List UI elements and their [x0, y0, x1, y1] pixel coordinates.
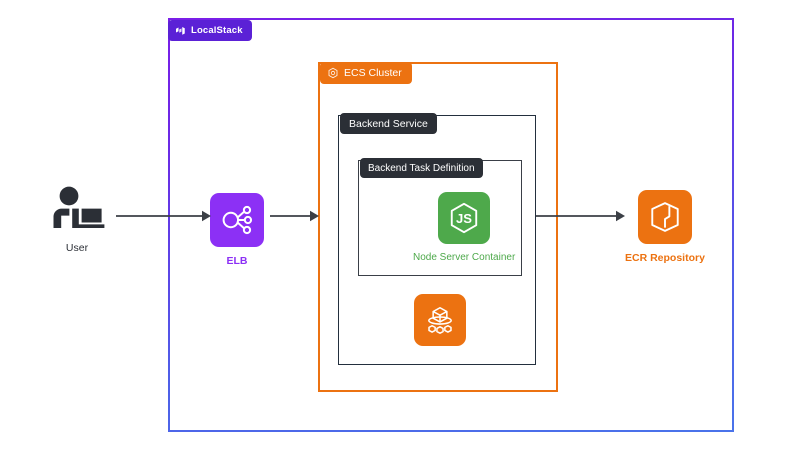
- boundary-ecs-cluster: [318, 62, 558, 392]
- node-ecs-task[interactable]: [414, 294, 466, 346]
- node-ecr-repository[interactable]: ECR Repository: [625, 190, 705, 265]
- boundary-label-ecs-cluster: ECS Cluster: [320, 62, 412, 84]
- node-elb[interactable]: ELB: [210, 193, 264, 268]
- connector-user-to-elb: [116, 210, 211, 222]
- ecs-cluster-label-text: ECS Cluster: [344, 67, 402, 79]
- svg-text:JS: JS: [456, 211, 472, 226]
- boundary-label-localstack: LocalStack: [168, 20, 252, 41]
- ecs-cluster-icon: [327, 67, 339, 79]
- connector-backend-service-to-ecr: [536, 210, 625, 222]
- backend-task-definition-label-text: Backend Task Definition: [368, 162, 475, 174]
- boundary-backend-service: [338, 115, 536, 365]
- node-node-server-container-label: Node Server Container: [413, 252, 516, 263]
- boundary-label-backend-task-definition: Backend Task Definition: [360, 158, 483, 178]
- user-at-laptop-icon: [49, 186, 105, 232]
- ecs-task-cube-icon: [414, 294, 466, 346]
- node-user-label: User: [65, 242, 89, 254]
- node-ecr-repository-label: ECR Repository: [625, 252, 705, 264]
- backend-service-label-text: Backend Service: [349, 117, 428, 130]
- localstack-logo-icon: [175, 25, 187, 37]
- connector-elb-to-ecs-cluster: [270, 210, 319, 222]
- node-user[interactable]: User: [49, 186, 105, 255]
- elastic-load-balancer-icon: [210, 193, 264, 247]
- node-elb-label: ELB: [226, 255, 248, 267]
- boundary-label-backend-service: Backend Service: [340, 113, 437, 134]
- localstack-label-text: LocalStack: [191, 25, 243, 36]
- node-node-server-container[interactable]: JS Node Server Container: [413, 192, 515, 263]
- ecr-repository-icon: [637, 190, 692, 244]
- nodejs-icon: JS: [438, 192, 491, 244]
